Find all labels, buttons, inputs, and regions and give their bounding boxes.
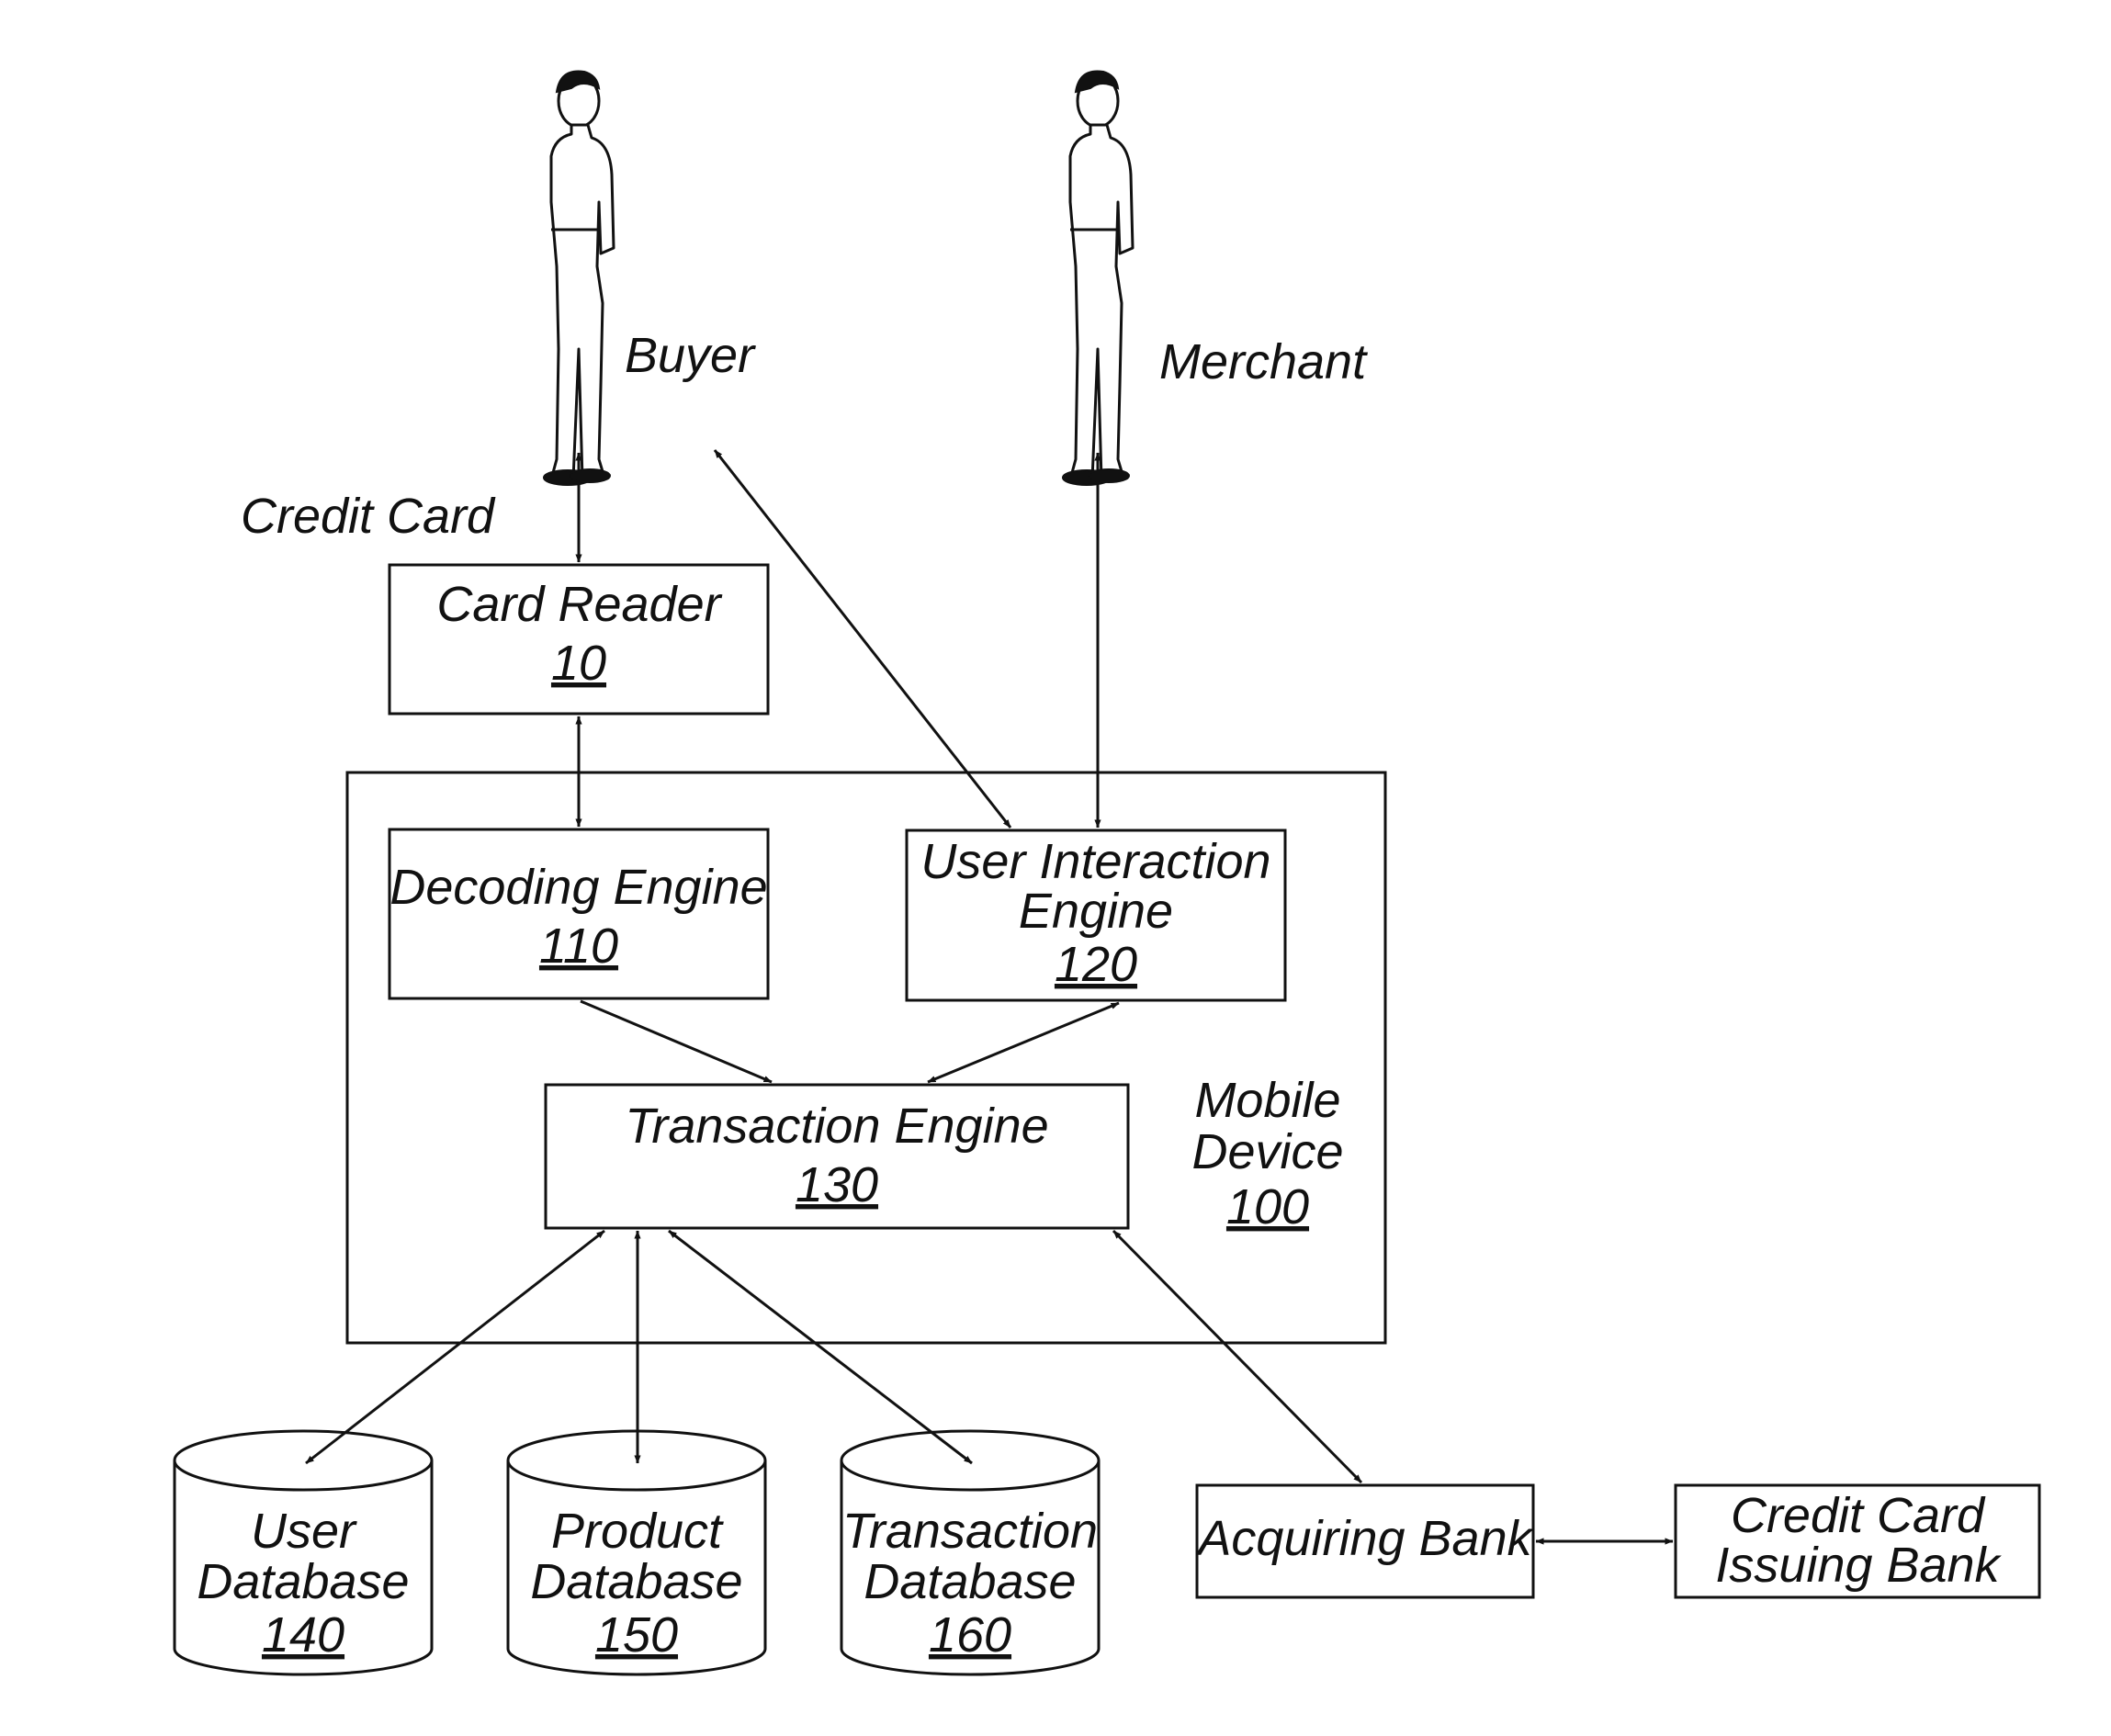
transaction-database-line1: Transaction xyxy=(842,1504,1098,1559)
decoding-engine-number: 110 xyxy=(539,919,618,974)
card-reader-title: Card Reader xyxy=(436,577,722,632)
card-reader-number: 10 xyxy=(551,636,606,691)
user-database-number: 140 xyxy=(262,1607,344,1663)
user-database-line1: User xyxy=(251,1504,357,1559)
mobile-device-label-line1: Mobile xyxy=(1194,1073,1340,1128)
arrow-user-interaction-transaction xyxy=(928,1003,1119,1082)
arrow-decoding-transaction xyxy=(581,1001,772,1082)
credit-card-label: Credit Card xyxy=(241,489,496,544)
decoding-engine-title: Decoding Engine xyxy=(389,860,767,915)
arrow-transaction-user-database xyxy=(306,1231,604,1463)
user-interaction-engine-line1: User Interaction xyxy=(920,834,1270,889)
merchant-label: Merchant xyxy=(1159,334,1368,389)
acquiring-bank-title: Acquiring Bank xyxy=(1195,1511,1534,1566)
arrow-transaction-transaction-database xyxy=(669,1231,972,1463)
mobile-device-number: 100 xyxy=(1226,1179,1309,1234)
merchant-figure xyxy=(1063,71,1133,485)
product-database-line2: Database xyxy=(530,1554,742,1609)
user-database-line2: Database xyxy=(197,1554,409,1609)
transaction-database-number: 160 xyxy=(929,1607,1011,1663)
buyer-label: Buyer xyxy=(625,328,756,383)
product-database-line1: Product xyxy=(551,1504,724,1559)
mobile-device-label-line2: Device xyxy=(1191,1124,1343,1179)
transaction-engine-title: Transaction Engine xyxy=(625,1099,1048,1154)
arrow-transaction-acquiring-bank xyxy=(1113,1231,1361,1482)
user-interaction-engine-line2: Engine xyxy=(1019,884,1173,939)
transaction-engine-number: 130 xyxy=(796,1157,878,1212)
issuing-bank-line2: Issuing Bank xyxy=(1715,1538,2002,1593)
user-interaction-engine-number: 120 xyxy=(1055,937,1137,992)
buyer-figure xyxy=(544,71,614,485)
issuing-bank-line1: Credit Card xyxy=(1731,1488,1986,1543)
transaction-database-line2: Database xyxy=(864,1554,1076,1609)
product-database-number: 150 xyxy=(595,1607,678,1663)
